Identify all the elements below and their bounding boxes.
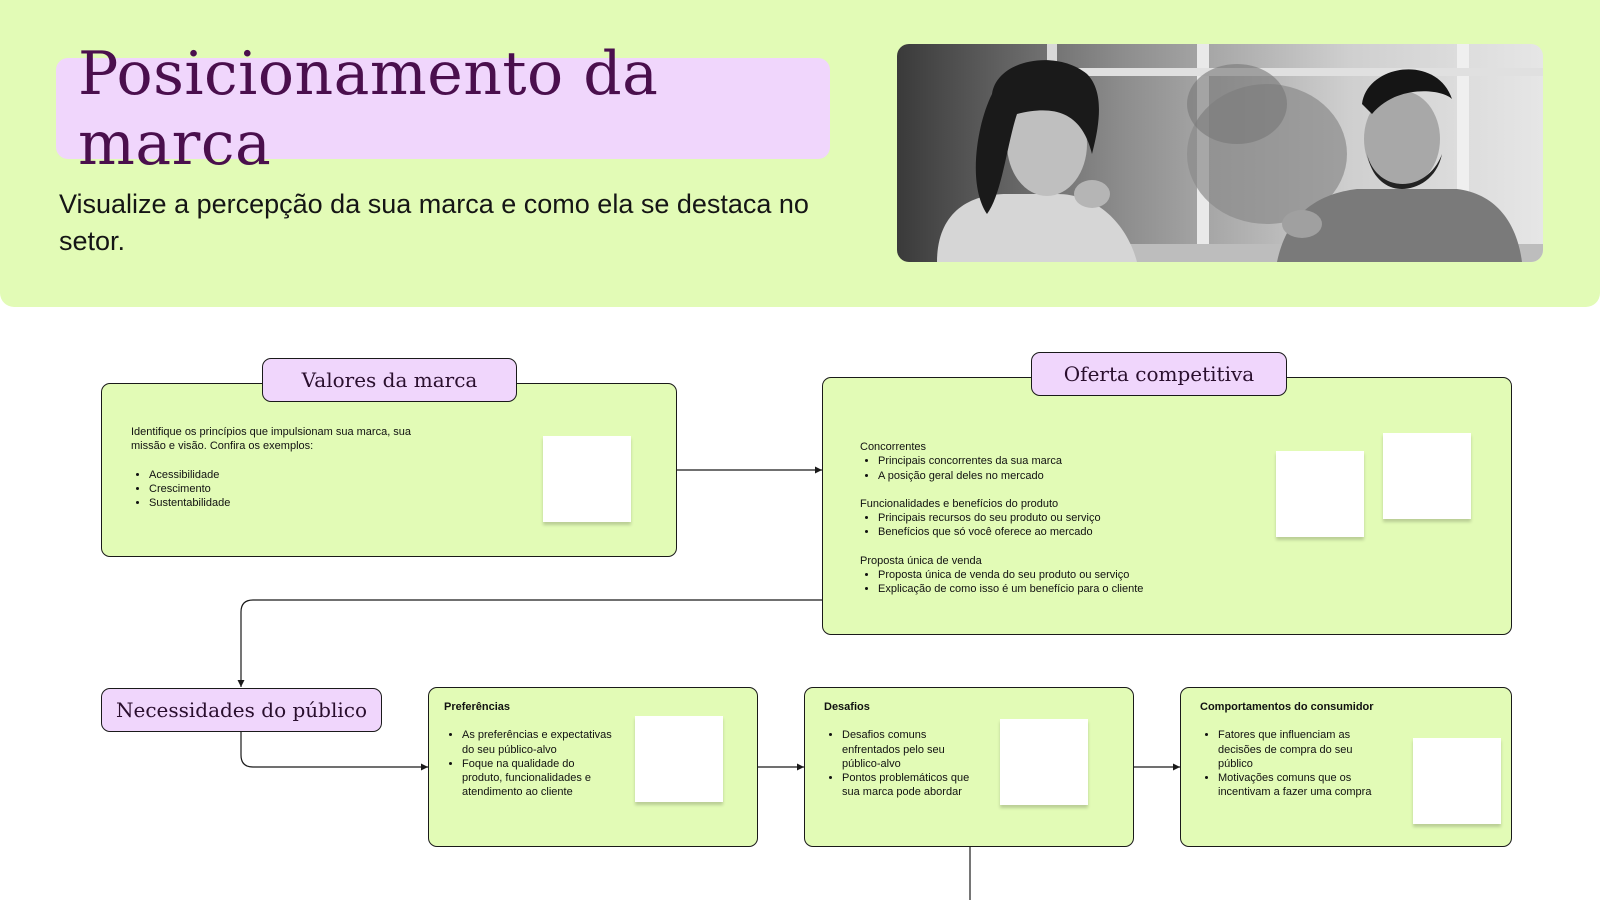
list-item: Acessibilidade: [149, 468, 431, 482]
list-item: A posição geral deles no mercado: [878, 469, 1280, 483]
page-title: Posicionamento da marca: [78, 38, 659, 179]
list-item: Sustentabilidade: [149, 496, 431, 510]
offer-group-heading: Funcionalidades e benefícios do produto: [860, 497, 1059, 510]
challenges-card: Desafios Desafios comuns enfrentados pel…: [804, 687, 1134, 847]
preferences-list: As preferências e expectativas do seu pú…: [444, 728, 614, 799]
header-photo: [897, 44, 1543, 262]
offer-group-list: Principais concorrentes da sua marca A p…: [860, 454, 1280, 483]
connector-needs-to-preferences: [240, 730, 428, 771]
list-item: Principais concorrentes da sua marca: [878, 454, 1280, 468]
behaviors-card: Comportamentos do consumidor Fatores que…: [1180, 687, 1512, 847]
behaviors-text: Comportamentos do consumidor Fatores que…: [1200, 700, 1380, 800]
values-box: Identifique os princípios que impulsiona…: [101, 383, 677, 557]
values-intro: Identifique os princípios que impulsiona…: [131, 426, 412, 453]
sticky-note[interactable]: [635, 716, 723, 802]
title-pill: Posicionamento da marca: [56, 39, 830, 179]
list-item: Fatores que influenciam as decisões de c…: [1218, 728, 1380, 771]
challenges-text: Desafios Desafios comuns enfrentados pel…: [824, 700, 974, 800]
tag-offer: Oferta competitiva: [1031, 352, 1287, 396]
sticky-note[interactable]: [1383, 433, 1471, 519]
list-item: Crescimento: [149, 482, 431, 496]
sticky-note[interactable]: [1000, 719, 1088, 805]
sticky-note[interactable]: [1413, 738, 1501, 824]
list-item: Desafios comuns enfrentados pelo seu púb…: [842, 728, 974, 771]
behaviors-list: Fatores que influenciam as decisões de c…: [1200, 728, 1380, 799]
values-text: Identifique os princípios que impulsiona…: [131, 425, 431, 510]
values-list: Acessibilidade Crescimento Sustentabilid…: [131, 468, 431, 511]
sticky-note[interactable]: [1276, 451, 1364, 537]
card-heading: Comportamentos do consumidor: [1200, 701, 1374, 713]
list-item: Principais recursos do seu produto ou se…: [878, 511, 1280, 525]
preferences-text: Preferências As preferências e expectati…: [444, 700, 614, 800]
sticky-note[interactable]: [543, 436, 631, 522]
connector-offer-to-needs: [237, 599, 822, 687]
card-heading: Desafios: [824, 701, 870, 713]
list-item: As preferências e expectativas do seu pú…: [462, 728, 614, 757]
list-item: Benefícios que só você oferece ao mercad…: [878, 525, 1280, 539]
page-subtitle: Visualize a percepção da sua marca e com…: [59, 189, 809, 256]
header-banner: Posicionamento da marca Visualize a perc…: [0, 0, 1600, 307]
offer-group-list: Proposta única de venda do seu produto o…: [860, 568, 1280, 597]
list-item: Pontos problemáticos que sua marca pode …: [842, 771, 974, 800]
tag-values: Valores da marca: [262, 358, 517, 402]
preferences-card: Preferências As preferências e expectati…: [428, 687, 758, 847]
offer-text: Concorrentes Principais concorrentes da …: [860, 440, 1280, 597]
challenges-list: Desafios comuns enfrentados pelo seu púb…: [824, 728, 974, 799]
offer-group-heading: Concorrentes: [860, 441, 927, 453]
offer-box: Concorrentes Principais concorrentes da …: [822, 377, 1512, 635]
tag-needs: Necessidades do público: [101, 688, 382, 732]
card-heading: Preferências: [444, 701, 511, 713]
list-item: Explicação de como isso é um benefício p…: [878, 582, 1280, 596]
offer-group-list: Principais recursos do seu produto ou se…: [860, 511, 1280, 540]
list-item: Foque na qualidade do produto, funcional…: [462, 757, 614, 800]
list-item: Motivações comuns que os incentivam a fa…: [1218, 771, 1380, 800]
list-item: Proposta única de venda do seu produto o…: [878, 568, 1280, 582]
offer-group-heading: Proposta única de venda: [860, 554, 982, 567]
